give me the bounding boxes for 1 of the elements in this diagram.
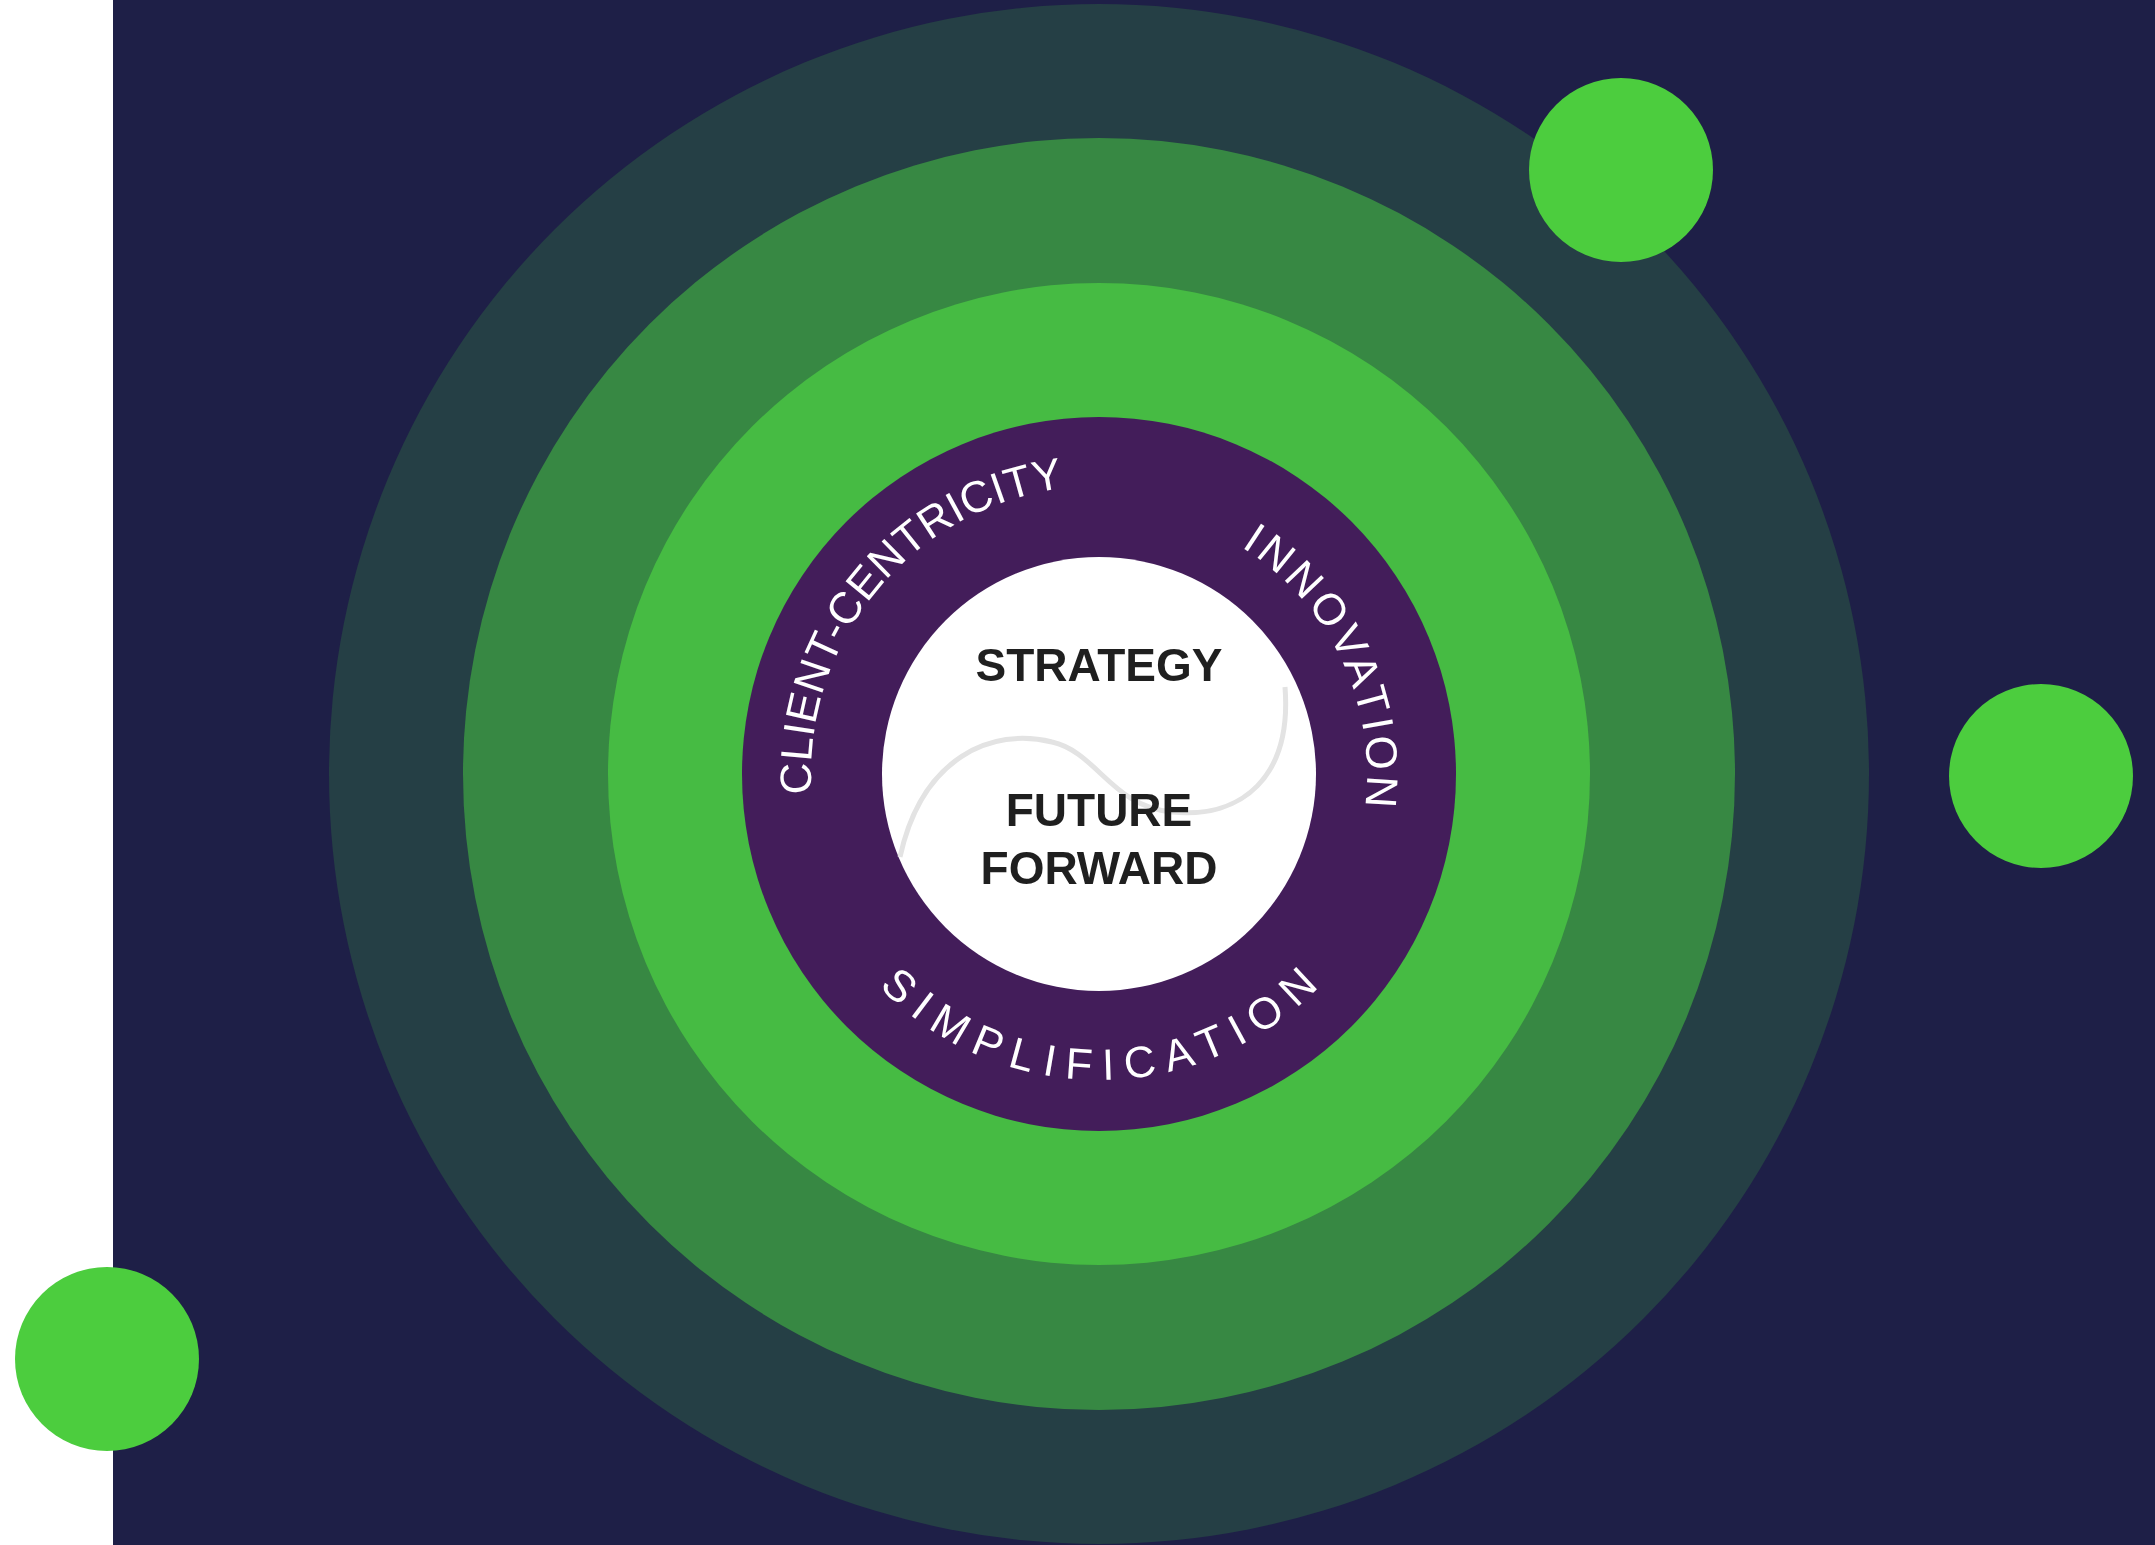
center-subheading: FUTURE FORWARD (980, 784, 1219, 896)
